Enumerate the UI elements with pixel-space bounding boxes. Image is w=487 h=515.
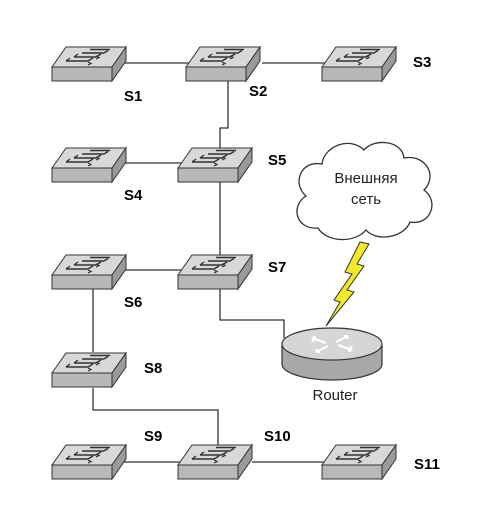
- switch-label-s1: S1: [124, 88, 142, 105]
- switch-icon: [185, 46, 261, 82]
- switch-label-s10: S10: [264, 428, 291, 445]
- switch-label-s11: S11: [414, 456, 440, 473]
- switch-icon: [51, 46, 127, 82]
- switch-label-s2: S2: [249, 83, 267, 100]
- link-s8-s10: [92, 388, 219, 446]
- switch-icon: [321, 444, 397, 480]
- switch-label-s7: S7: [268, 259, 286, 276]
- switch-label-s4: S4: [124, 187, 143, 204]
- lightning-bolt-icon: [325, 241, 370, 327]
- switch-s4: [51, 147, 127, 183]
- link-s2-s5: [219, 80, 229, 150]
- switch-s7: [177, 254, 253, 290]
- switch-s8: [51, 352, 127, 388]
- switch-label-s3: S3: [413, 54, 431, 71]
- switch-s2: [185, 46, 261, 82]
- switch-s5: [177, 147, 253, 183]
- switch-s10: [177, 444, 253, 480]
- switch-icon: [51, 444, 127, 480]
- switch-s3: [321, 46, 397, 82]
- switch-icon: [51, 352, 127, 388]
- switch-icon: [51, 147, 127, 183]
- router: Router: [281, 327, 383, 404]
- links: [92, 62, 330, 463]
- switch-icon: [51, 254, 127, 290]
- switch-s11: [321, 444, 397, 480]
- switch-s1: [51, 46, 127, 82]
- link-s7-router: [219, 288, 285, 338]
- switch-label-s5: S5: [268, 152, 286, 169]
- switch-icon: [177, 254, 253, 290]
- switch-label-s9: S9: [144, 428, 162, 445]
- cloud-label-line1: Внешняя: [334, 170, 397, 187]
- switch-s9: [51, 444, 127, 480]
- cloud-label-line2: сеть: [351, 191, 381, 208]
- switch-label-s6: S6: [124, 294, 142, 311]
- switch-label-s8: S8: [144, 360, 162, 377]
- external-network-cloud: Внешняя сеть: [296, 141, 433, 241]
- router-label: Router: [312, 387, 357, 404]
- cloud-icon: [296, 141, 433, 241]
- switch-icon: [177, 444, 253, 480]
- switch-icon: [321, 46, 397, 82]
- switch-icon: [177, 147, 253, 183]
- switch-s6: [51, 254, 127, 290]
